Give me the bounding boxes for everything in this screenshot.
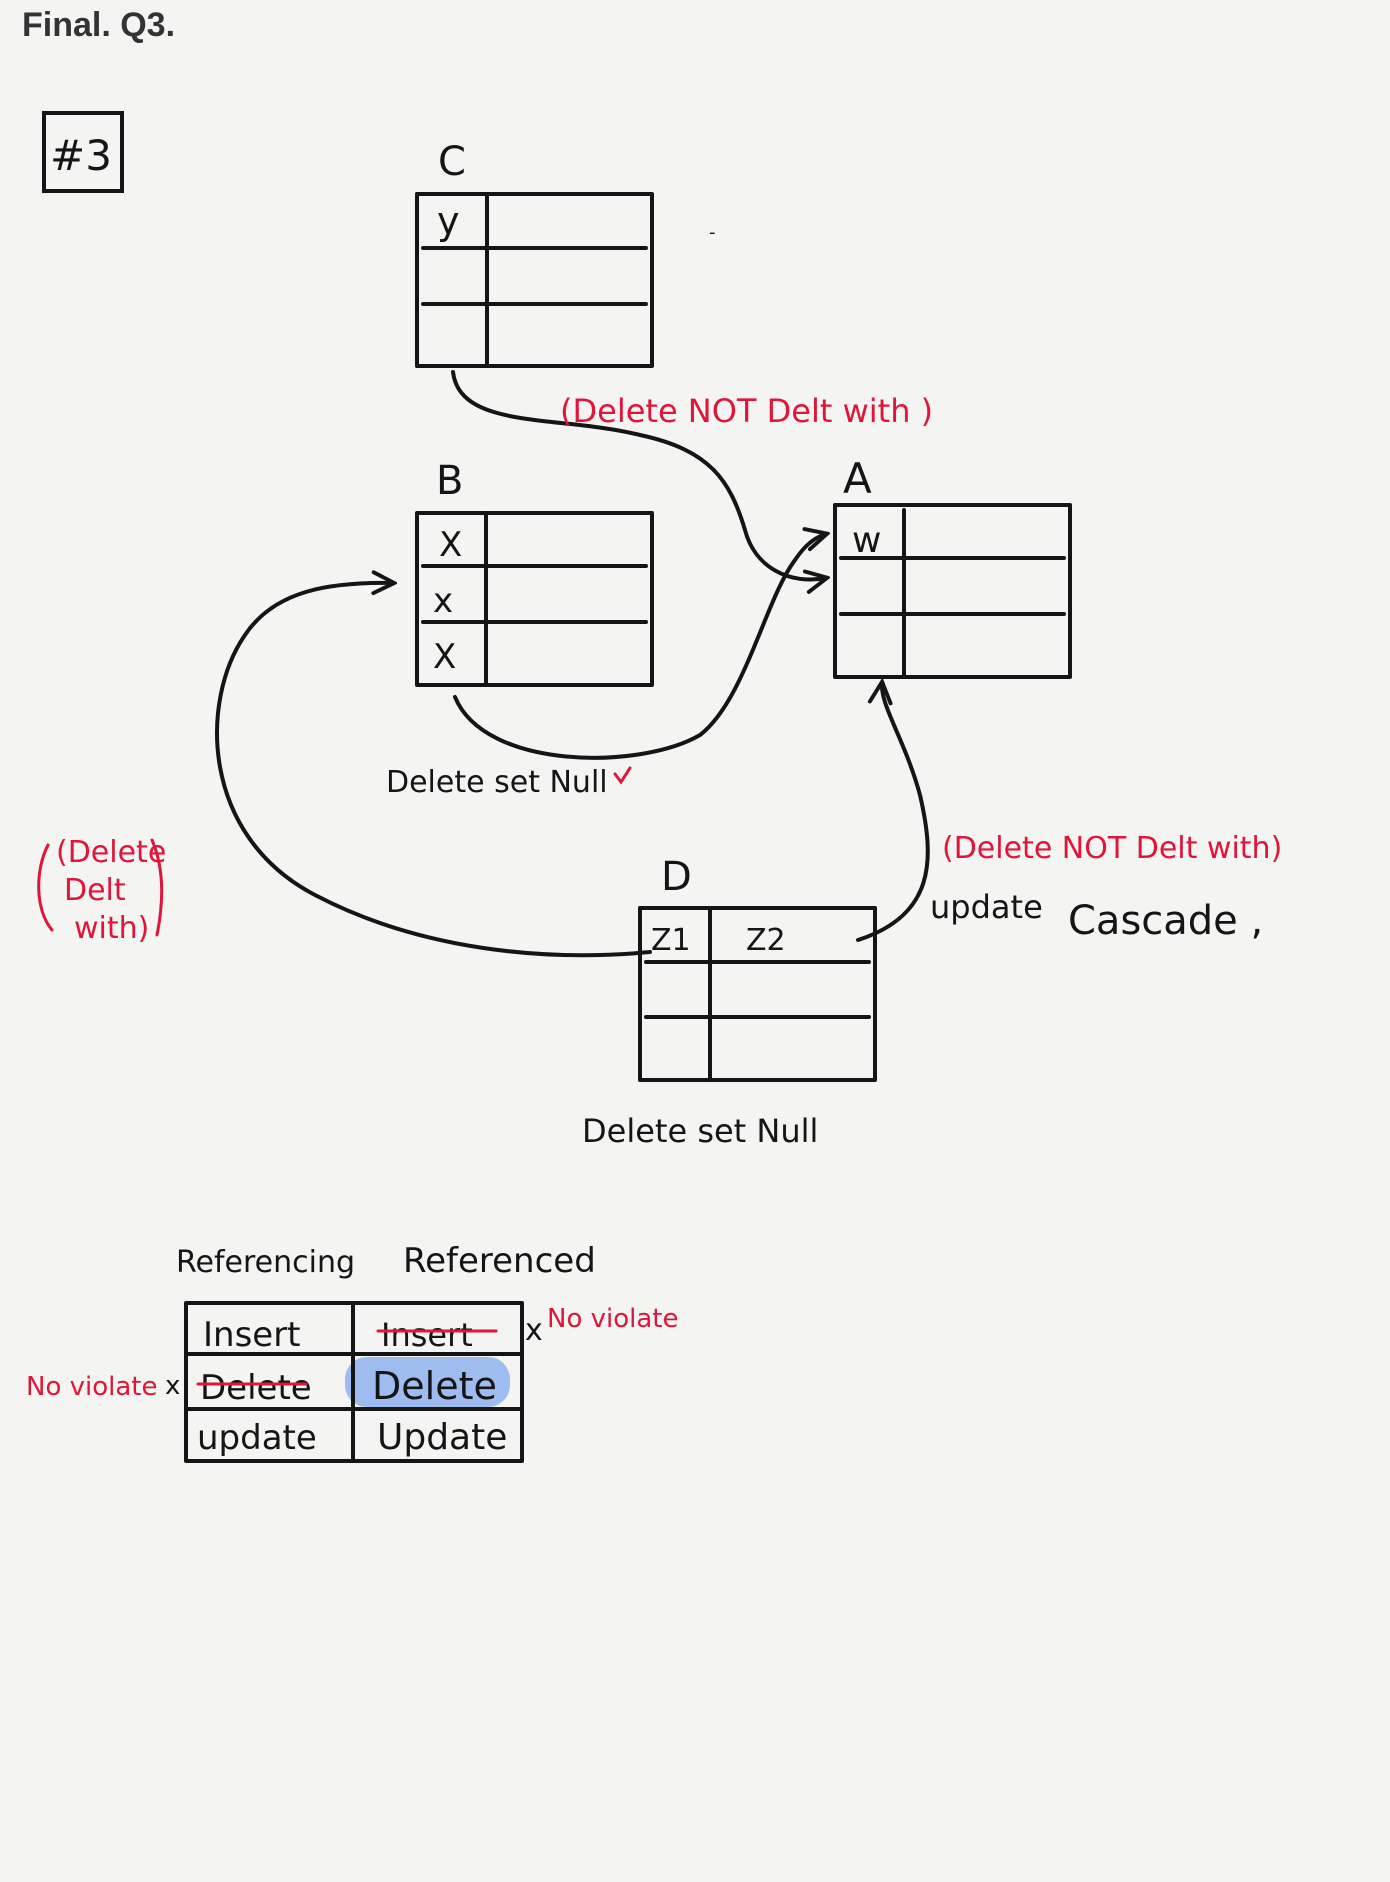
table-d-attr-z1: Z1: [651, 923, 691, 958]
stray-dot: -: [709, 222, 716, 243]
ops-row2-referenced: Delete: [372, 1364, 497, 1408]
table-c-attr-y: y: [437, 199, 460, 243]
annotation-c-to-a: (Delete NOT Delt with ): [560, 392, 933, 430]
ops-row1-referenced: Insert: [381, 1316, 473, 1354]
ops-mark-right: x: [525, 1313, 543, 1348]
annotation-d-to-b-line-2: Delt: [64, 873, 126, 908]
ops-note-right: No violate: [547, 1304, 679, 1334]
table-a: A w: [833, 454, 1072, 679]
table-b-attr-3: X: [433, 637, 456, 677]
table-d-name: D: [661, 854, 692, 900]
arrow-d-to-b: [215, 583, 652, 958]
table-b-name: B: [436, 458, 463, 504]
ops-note-left: No violate: [26, 1372, 158, 1402]
annotation-d-to-a-red: (Delete NOT Delt with): [942, 831, 1282, 866]
annotation-d-below: Delete set Null: [582, 1112, 818, 1150]
question-label-box: #3: [42, 111, 124, 193]
table-d-attr-z2: Z2: [746, 923, 786, 958]
table-a-attr-w: w: [852, 520, 881, 561]
ops-row1-referencing: Insert: [203, 1315, 301, 1355]
red-check-mark: [613, 766, 632, 785]
table-d: D Z1 Z2: [638, 854, 877, 1082]
table-c-name: C: [438, 139, 466, 185]
delete-highlight: [345, 1357, 510, 1407]
arrow-d-to-a: [856, 683, 930, 942]
arrow-b-to-a: [453, 534, 826, 760]
table-b-attr-1: X: [439, 525, 462, 565]
table-c: C y: [415, 139, 654, 368]
ops-header-referenced: Referenced: [403, 1241, 596, 1281]
question-label: #3: [50, 131, 112, 180]
ops-header-referencing: Referencing: [176, 1245, 355, 1280]
ops-row3-referenced: Update: [377, 1417, 507, 1458]
table-a-name: A: [843, 454, 872, 503]
annotation-d-to-b-line-1: (Delete: [56, 835, 166, 870]
arrow-c-to-a: [451, 370, 826, 580]
operations-table: Referencing Referenced Insert Insert Del…: [176, 1241, 596, 1463]
annotation-d-to-b-line-3: with): [74, 911, 149, 946]
annotation-d-to-a-cascade: Cascade ,: [1068, 898, 1263, 944]
page-title: Final. Q3.: [22, 6, 175, 44]
ops-row2-referencing: Delete: [200, 1368, 312, 1408]
annotation-b-to-a: Delete set Null: [386, 765, 608, 800]
ops-mark-left: x: [165, 1371, 180, 1401]
table-b: B X x X: [415, 458, 654, 687]
table-b-attr-2: x: [433, 581, 453, 621]
annotation-d-to-b: (Delete Delt with): [37, 835, 166, 946]
annotation-d-to-a-update: update: [930, 888, 1043, 926]
ops-row3-referencing: update: [197, 1418, 317, 1458]
